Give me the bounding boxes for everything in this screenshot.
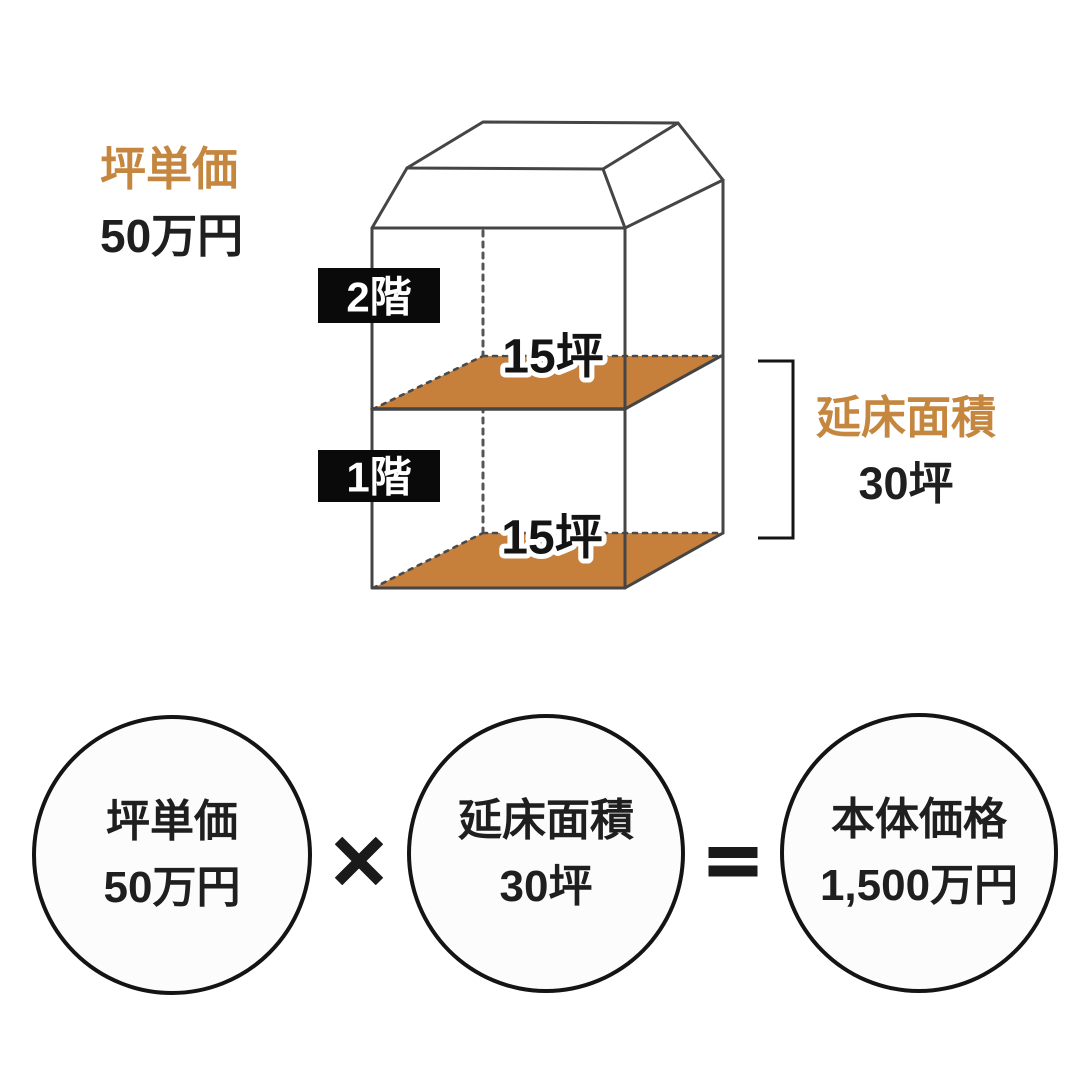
unit-price-callout: 坪単価 50万円 — [100, 136, 243, 270]
floor1-badge: 1階 — [318, 450, 440, 502]
formula-term-unit-price-label: 坪単価 — [106, 797, 238, 846]
floor1-area-label: 15坪 — [501, 512, 602, 565]
floor2-badge-box — [318, 268, 440, 323]
floor2-area-label: 15坪 — [502, 331, 603, 384]
unit-price-label: 坪単価 — [100, 143, 238, 195]
floor1-slab — [373, 533, 723, 588]
formula-result-value: 1,500万円 — [819, 861, 1019, 910]
formula-term-total-area-label: 延床面積 — [458, 795, 634, 845]
total-area-bracket — [758, 359, 795, 540]
total-area-value: 30坪 — [858, 458, 954, 509]
house-outline — [370, 120, 725, 590]
floor2-slab — [373, 356, 721, 409]
total-area-label: 延床面積 — [815, 392, 996, 443]
formula-term-unit-price-value: 50万円 — [103, 863, 241, 912]
floor-hidden-edges — [371, 354, 725, 590]
floor2-badge: 2階 — [318, 268, 440, 323]
floor2-badge-label: 2階 — [346, 274, 411, 321]
formula-result-label: 本体価格 — [831, 795, 1007, 844]
unit-price-value: 50万円 — [100, 210, 244, 262]
formula-term-unit-price: 坪単価 50万円 — [32, 715, 312, 995]
floor1-badge-label: 1階 — [346, 454, 411, 501]
formula-result-base-price: 本体価格 1,500万円 — [780, 713, 1058, 993]
house-diagram: 2階 1階 15坪 15坪 — [318, 120, 795, 590]
formula-term-total-area: 延床面積 30坪 — [407, 714, 685, 993]
total-area-callout: 延床面積 30坪 — [796, 385, 1016, 517]
formula-term-total-area-value: 30坪 — [499, 861, 593, 911]
floor1-badge-box — [318, 450, 440, 502]
equals-icon — [708, 847, 758, 877]
multiply-icon — [335, 837, 383, 885]
